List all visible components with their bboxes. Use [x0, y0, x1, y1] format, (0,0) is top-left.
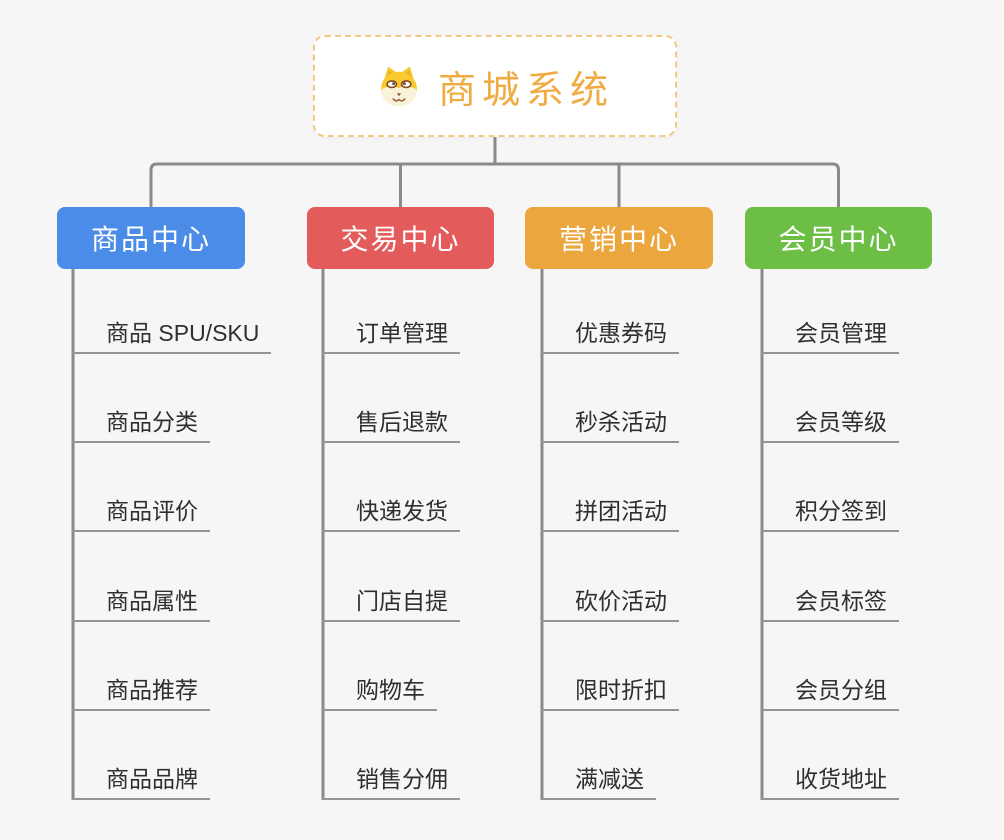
branch-label: 交易中心	[340, 224, 461, 255]
leaf-node[interactable]: 快递发货	[322, 496, 460, 532]
leaf-node[interactable]: 售后退款	[322, 407, 460, 443]
leaf-node[interactable]: 收货地址	[761, 764, 899, 800]
leaf-node[interactable]: 销售分佣	[322, 764, 460, 800]
branch-label: 营销中心	[558, 224, 679, 255]
leaf-node[interactable]: 商品属性	[72, 586, 210, 622]
leaf-node[interactable]: 秒杀活动	[541, 407, 679, 443]
root-title: 商城系统	[437, 69, 614, 112]
leaf-node[interactable]: 优惠券码	[541, 318, 679, 354]
leaf-node[interactable]: 会员等级	[761, 407, 899, 443]
leaf-node[interactable]: 限时折扣	[541, 675, 679, 711]
branch-node-trade-center[interactable]: 交易中心	[307, 207, 494, 269]
leaf-node[interactable]: 会员标签	[761, 586, 899, 622]
branch-node-marketing-center[interactable]: 营销中心	[525, 207, 713, 269]
leaf-node[interactable]: 购物车	[322, 675, 437, 711]
shiba-dog-icon	[376, 63, 422, 109]
branch-node-member-center[interactable]: 会员中心	[745, 207, 932, 269]
leaf-node[interactable]: 商品品牌	[72, 764, 210, 800]
leaf-node[interactable]: 商品分类	[72, 407, 210, 443]
leaf-node[interactable]: 订单管理	[322, 318, 460, 354]
leaf-node[interactable]: 门店自提	[322, 586, 460, 622]
branch-node-product-center[interactable]: 商品中心	[57, 207, 245, 269]
leaf-node[interactable]: 砍价活动	[541, 586, 679, 622]
leaf-node[interactable]: 拼团活动	[541, 496, 679, 532]
leaf-node[interactable]: 会员管理	[761, 318, 899, 354]
branch-label: 会员中心	[778, 224, 899, 255]
leaf-node[interactable]: 会员分组	[761, 675, 899, 711]
leaf-node[interactable]: 满减送	[541, 764, 656, 800]
leaf-node[interactable]: 商品推荐	[72, 675, 210, 711]
branch-label: 商品中心	[90, 224, 211, 255]
leaf-node[interactable]: 商品 SPU/SKU	[72, 318, 272, 354]
root-node-mall-system[interactable]: 商城系统	[313, 35, 677, 137]
leaf-node[interactable]: 商品评价	[72, 496, 210, 532]
leaf-node[interactable]: 积分签到	[761, 496, 899, 532]
branch-rail-line	[149, 162, 840, 209]
